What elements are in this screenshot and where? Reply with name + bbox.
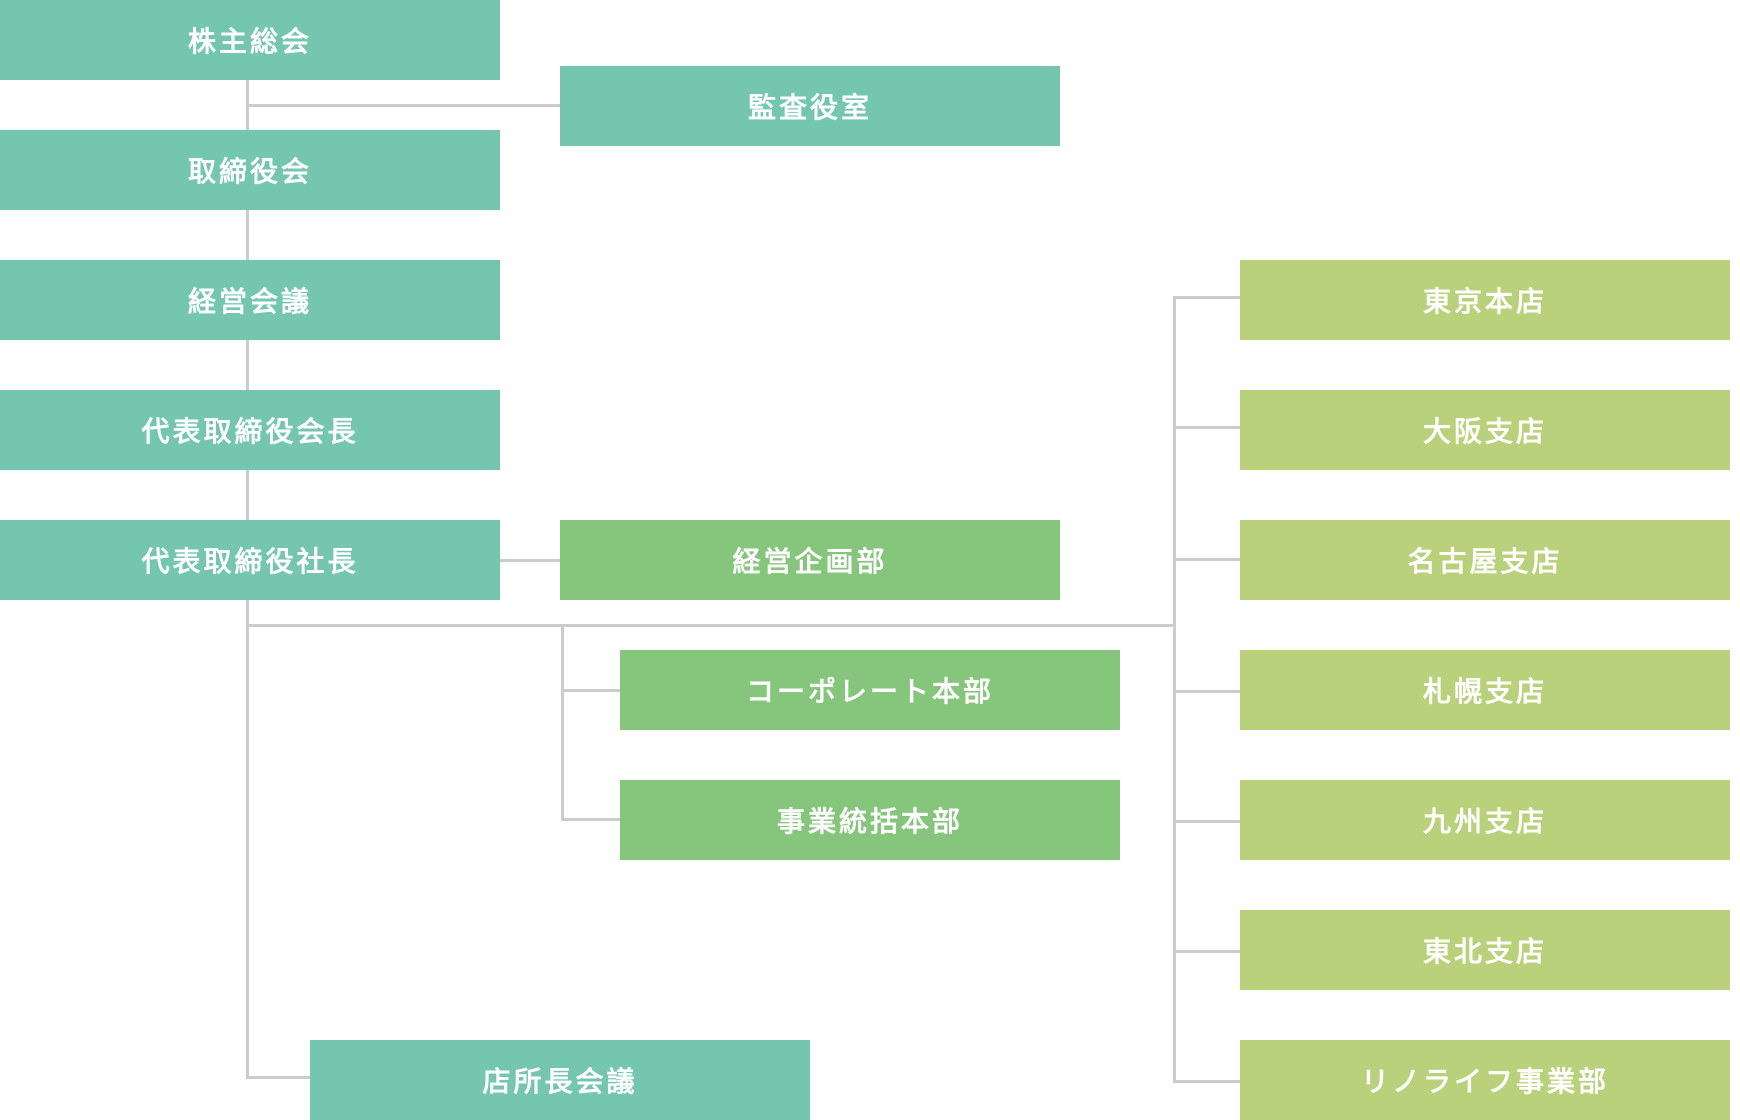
- connector-line: [500, 559, 560, 562]
- connector-line: [561, 689, 620, 692]
- branch-box: 東京本店: [1240, 260, 1730, 340]
- audit-office-box: 監査役室: [560, 66, 1060, 146]
- connector-line: [1173, 1080, 1240, 1083]
- connector-line: [561, 818, 620, 821]
- business-hq-box: 事業統括本部: [620, 780, 1120, 860]
- connector-line: [246, 104, 560, 107]
- president-label: 代表取締役社長: [141, 545, 359, 578]
- branch-label: 札幌支店: [1422, 675, 1547, 708]
- branch-box: 大阪支店: [1240, 390, 1730, 470]
- branch-box: 札幌支店: [1240, 650, 1730, 730]
- connector-line: [1173, 296, 1240, 299]
- branch-box: リノライフ事業部: [1240, 1040, 1730, 1120]
- store-managers-meeting-box: 店所長会議: [310, 1040, 810, 1120]
- chairman-box: 代表取締役会長: [0, 390, 500, 470]
- branch-box: 九州支店: [1240, 780, 1730, 860]
- connector-line: [1173, 820, 1240, 823]
- branch-box: 名古屋支店: [1240, 520, 1730, 600]
- branch-label: 大阪支店: [1422, 415, 1547, 448]
- connector-line: [246, 1076, 310, 1079]
- corporate-hq-label: コーポレート本部: [745, 675, 994, 708]
- connector-line: [1173, 690, 1240, 693]
- management-meeting-box: 経営会議: [0, 260, 500, 340]
- connector-line: [1173, 950, 1240, 953]
- chairman-label: 代表取締役会長: [141, 415, 359, 448]
- board-of-directors-label: 取締役会: [187, 155, 312, 188]
- branch-label: 東北支店: [1422, 935, 1547, 968]
- management-meeting-label: 経営会議: [187, 285, 312, 318]
- store-managers-meeting-label: 店所長会議: [482, 1065, 638, 1098]
- audit-office-label: 監査役室: [747, 91, 872, 124]
- president-box: 代表取締役社長: [0, 520, 500, 600]
- connector-line: [1173, 426, 1240, 429]
- connector-line: [1173, 296, 1176, 1083]
- branch-box: 東北支店: [1240, 910, 1730, 990]
- connector-line: [561, 624, 564, 821]
- branch-label: 名古屋支店: [1407, 545, 1563, 578]
- shareholders-meeting-box: 株主総会: [0, 0, 500, 80]
- branch-label: 九州支店: [1422, 805, 1547, 838]
- branch-label: 東京本店: [1422, 285, 1547, 318]
- connector-line: [1173, 558, 1240, 561]
- connector-line: [246, 624, 1176, 627]
- shareholders-meeting-label: 株主総会: [187, 25, 312, 58]
- business-hq-label: 事業統括本部: [776, 805, 963, 838]
- corporate-planning-label: 経営企画部: [732, 545, 888, 578]
- corporate-hq-box: コーポレート本部: [620, 650, 1120, 730]
- corporate-planning-box: 経営企画部: [560, 520, 1060, 600]
- branch-label: リノライフ事業部: [1360, 1065, 1609, 1098]
- board-of-directors-box: 取締役会: [0, 130, 500, 210]
